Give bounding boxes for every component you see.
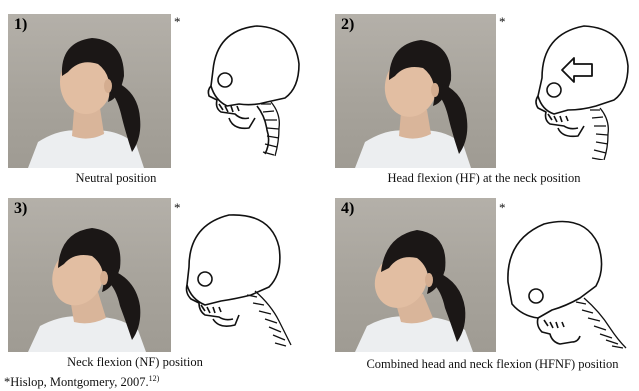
flexion-arrow-icon <box>562 58 592 82</box>
caption-neck-flexion: Neck flexion (NF) position <box>40 355 230 370</box>
skull-head-flexion-illustration <box>522 18 634 160</box>
caption-head-flexion: Head flexion (HF) at the neck position <box>364 171 604 186</box>
citation: *Hislop, Montgomery, 2007.12) <box>4 374 159 390</box>
person-illustration <box>335 198 496 352</box>
caption-combined-flexion: Combined head and neck flexion (HFNF) po… <box>350 357 635 372</box>
photo-star: * <box>174 14 181 30</box>
photo-combined-flexion: 4) <box>335 198 496 352</box>
person-illustration <box>335 14 496 168</box>
photo-star: * <box>499 14 506 30</box>
person-illustration <box>8 14 171 168</box>
photo-head-flexion: 2) <box>335 14 496 168</box>
caption-neutral: Neutral position <box>36 171 196 186</box>
panel-number: 3) <box>14 200 27 218</box>
photo-neck-flexion: 3) <box>8 198 171 352</box>
panel-number: 4) <box>341 200 354 218</box>
person-illustration <box>8 198 171 352</box>
skull-neutral-illustration <box>195 18 305 158</box>
panel-number: 1) <box>14 16 27 34</box>
skull-neck-flexion-illustration <box>175 205 305 347</box>
photo-neutral: 1) <box>8 14 171 168</box>
panel-number: 2) <box>341 16 354 34</box>
skull-combined-flexion-illustration <box>500 210 636 350</box>
citation-text: *Hislop, Montgomery, 2007. <box>4 375 149 389</box>
citation-superscript: 12) <box>149 374 160 383</box>
